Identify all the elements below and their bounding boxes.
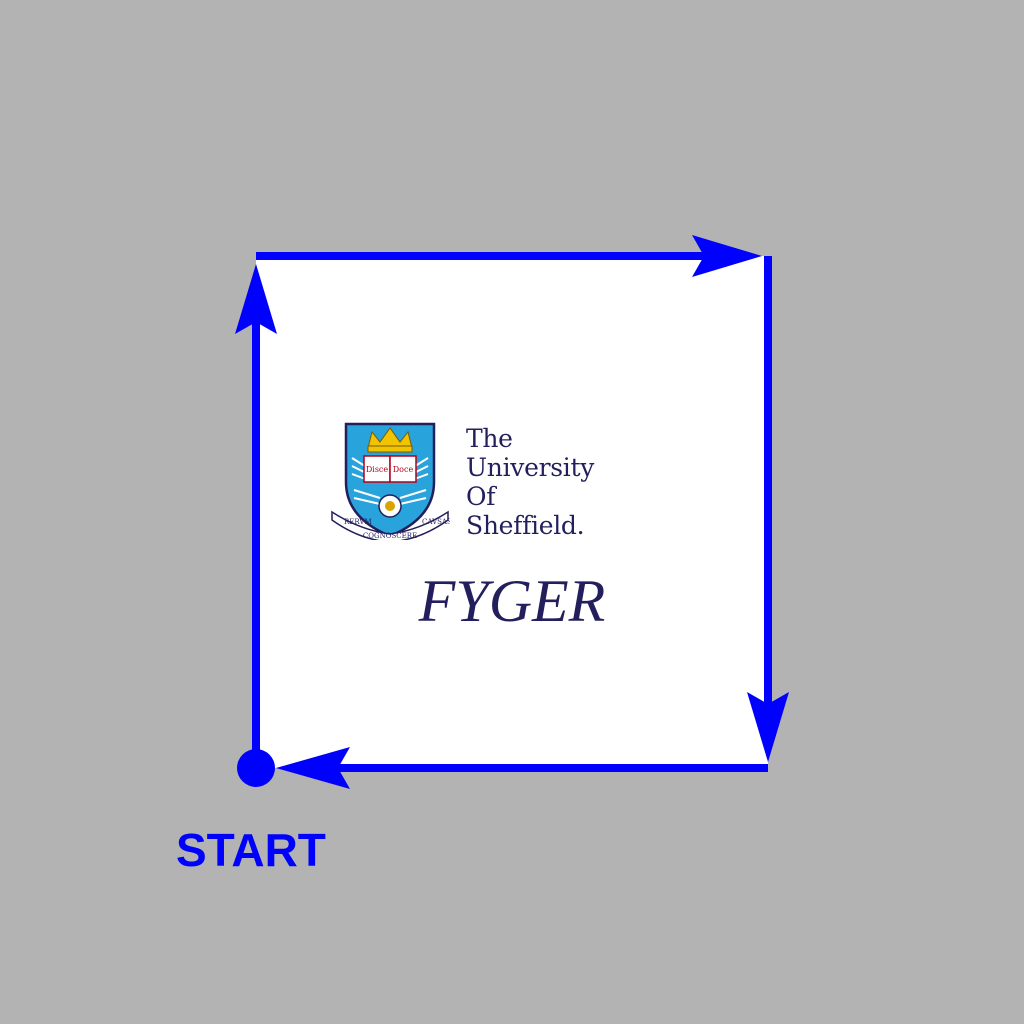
university-crest-icon: Disce Doce RERVM COGNOSCERE CAVSAS xyxy=(331,422,450,540)
arrow-left-icon xyxy=(276,747,350,789)
wordmark-line-2: University xyxy=(466,453,595,482)
app-title: FYGER xyxy=(418,568,606,634)
wordmark-line-1: The xyxy=(466,424,513,453)
book-icon: Disce Doce xyxy=(363,455,417,483)
arrow-up-icon xyxy=(235,264,277,334)
start-dot-icon xyxy=(237,749,275,787)
wordmark-line-4: Sheffield. xyxy=(466,511,585,540)
university-wordmark: The University Of Sheffield. xyxy=(466,424,594,540)
scroll-right-text: CAVSAS xyxy=(422,518,450,526)
scroll-center-text: COGNOSCERE xyxy=(363,532,417,540)
arrow-down-icon xyxy=(747,692,789,762)
scroll-left-text: RERVM xyxy=(344,518,372,526)
crown-icon xyxy=(367,427,413,453)
rose-icon xyxy=(378,494,402,518)
start-label: START xyxy=(176,824,326,876)
wordmark-line-3: Of xyxy=(466,482,496,511)
book-right-text: Doce xyxy=(393,465,414,474)
arrow-right-icon xyxy=(692,235,762,277)
splash-card: Disce Doce RERVM COGNOSCERE CAVSAS The U… xyxy=(256,256,768,768)
book-left-text: Disce xyxy=(366,465,389,474)
